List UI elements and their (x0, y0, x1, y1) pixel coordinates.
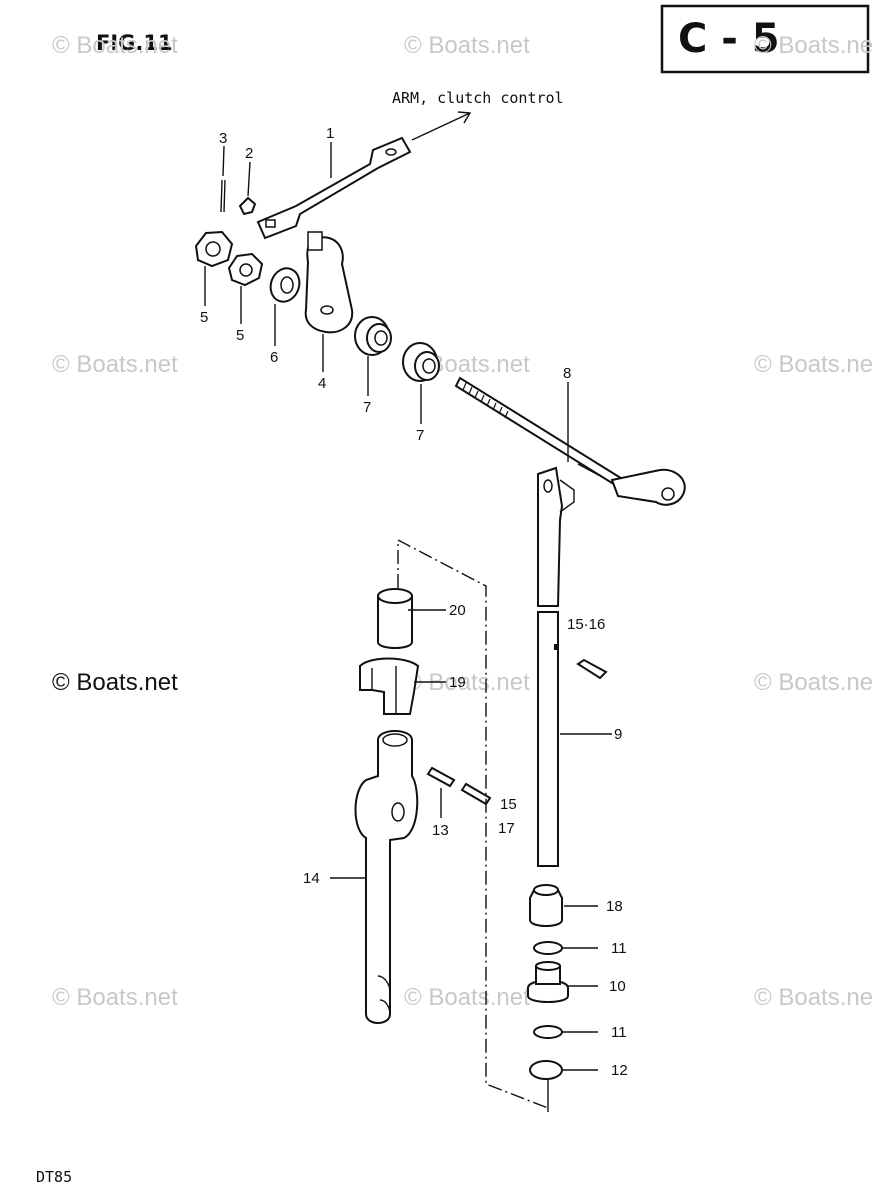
part-13-pin (426, 766, 456, 788)
watermarks: © Boats.net © Boats.net © Boats.net © Bo… (52, 32, 873, 1011)
callout-5b: 5 (236, 327, 244, 344)
callout-11a: 11 (611, 940, 627, 957)
watermark: © Boats.net (52, 32, 178, 59)
callout-11b: 11 (611, 1024, 627, 1041)
part-20-cylinder (377, 588, 413, 649)
part-15-16-pin (576, 658, 608, 680)
part-18-seal (529, 884, 563, 927)
part-9-shift-rod (537, 466, 564, 867)
callout-8: 8 (563, 365, 571, 382)
callout-15: 15 (500, 796, 517, 813)
direction-arrow (411, 111, 472, 141)
part-8-threaded-rod (454, 376, 686, 506)
arm-annotation-text: ARM, clutch control (392, 89, 564, 107)
watermark: © Boats.net (754, 351, 873, 378)
callout-17: 17 (498, 820, 515, 837)
watermark-prominent: © Boats.net (52, 669, 178, 696)
part-3-pin (220, 179, 226, 213)
part-4-lever (304, 231, 354, 334)
callout-4: 4 (318, 375, 326, 392)
callout-2: 2 (245, 145, 253, 162)
callout-10: 10 (609, 978, 626, 995)
callout-15-16: 15·16 (567, 616, 605, 633)
part-12-ring (529, 1060, 563, 1080)
watermark: © Boats.net (754, 669, 873, 696)
part-1-rod (256, 136, 412, 240)
part-5-nut-a (194, 230, 234, 268)
part-5-nut-b (227, 252, 264, 287)
watermark: © Boats.net (404, 32, 530, 59)
part-11-o-ring-a (533, 941, 563, 955)
part-11-o-ring-b (533, 1025, 563, 1039)
callout-20: 20 (449, 602, 466, 619)
callout-12: 12 (611, 1062, 628, 1079)
part-10-bushing (527, 961, 569, 1003)
callout-1: 1 (326, 125, 334, 142)
watermark: © Boats.net (52, 351, 178, 378)
callout-19: 19 (449, 674, 466, 691)
part-15-pin (460, 782, 492, 806)
watermark: © Boats.net (754, 32, 873, 59)
leader-lines (204, 142, 612, 1071)
callout-6: 6 (270, 349, 278, 366)
callout-labels: 1 2 3 4 5 5 6 7 7 8 9 10 11 11 12 13 14 … (200, 125, 628, 1079)
page-code-box (660, 4, 870, 74)
callout-14: 14 (303, 870, 320, 887)
callout-18: 18 (606, 898, 623, 915)
callout-13: 13 (432, 822, 449, 839)
model-code: DT85 (36, 1168, 72, 1186)
figure-label: FIG.11 (96, 31, 173, 55)
watermark: © Boats.net (754, 984, 873, 1011)
part-2-clip (238, 196, 257, 216)
part-6-washer (269, 267, 301, 303)
watermark: © Boats.net (52, 984, 178, 1011)
callout-3: 3 (219, 130, 227, 147)
callout-9: 9 (614, 726, 622, 743)
callout-7a: 7 (363, 399, 371, 416)
part-7-bushing-a (354, 316, 392, 356)
watermark: © Boats.net (404, 984, 530, 1011)
part-14-shift-shaft (354, 730, 419, 1024)
callout-7b: 7 (416, 427, 424, 444)
part-19-clip (359, 657, 420, 715)
part-7-bushing-b (402, 342, 440, 382)
page-code: C - 5 (678, 16, 780, 62)
assembly-guide-lines (397, 538, 549, 1112)
callout-5a: 5 (200, 309, 208, 326)
